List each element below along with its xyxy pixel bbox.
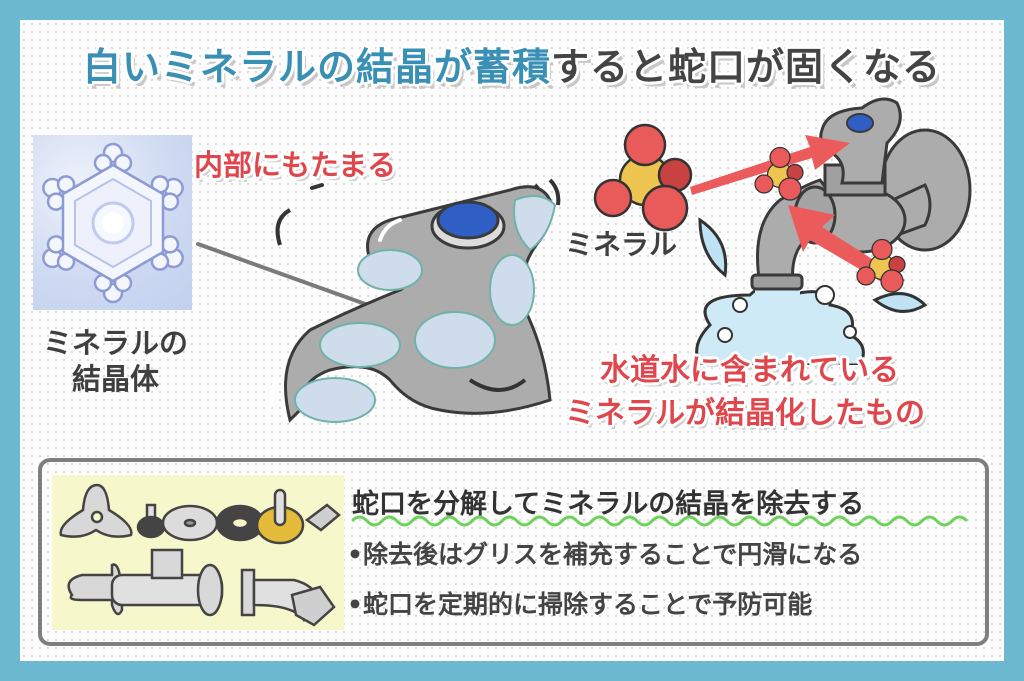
explanation-line2: ミネラルが結晶化したもの [565,396,925,431]
info-heading: 蛇口を分解してミネラルの結晶を除去する [352,489,865,520]
mineral-label: ミネラル [565,228,678,261]
bullet-item: •蛇口を定期的に掃除することで予防可能 [347,590,813,619]
mineral-molecule-icon [593,123,906,293]
crystal-caption-line1: ミネラルの [42,326,188,360]
title-highlight: 白いミネラルの結晶が蓄積 [82,45,551,89]
wavy-underline [352,515,969,527]
title-rest: すると蛇口が固くなる [551,45,942,89]
inside-callout: 内部にもたまる [194,148,397,182]
snowflake-icon [34,142,192,304]
faucet-parts-icon [59,483,341,627]
page-title: 白いミネラルの結晶が蓄積すると蛇口が固くなる [0,36,1024,91]
bullet-item: •除去後はグリスを補充することで円滑になる [347,540,863,569]
info-box [38,458,989,646]
crusted-faucet-illustration [265,178,561,423]
explanation-line1: 水道水に含まれている [600,353,900,388]
crystal-caption: ミネラルの 結晶体 [28,325,203,397]
wall-faucet-illustration [593,97,972,365]
mineral-crystal-image [33,135,192,310]
crystal-caption-line2: 結晶体 [71,362,159,396]
faucet-parts-image [52,475,344,630]
handle-icon [846,113,874,133]
handle-icon [436,200,500,240]
shake-mark-icon [275,208,292,246]
